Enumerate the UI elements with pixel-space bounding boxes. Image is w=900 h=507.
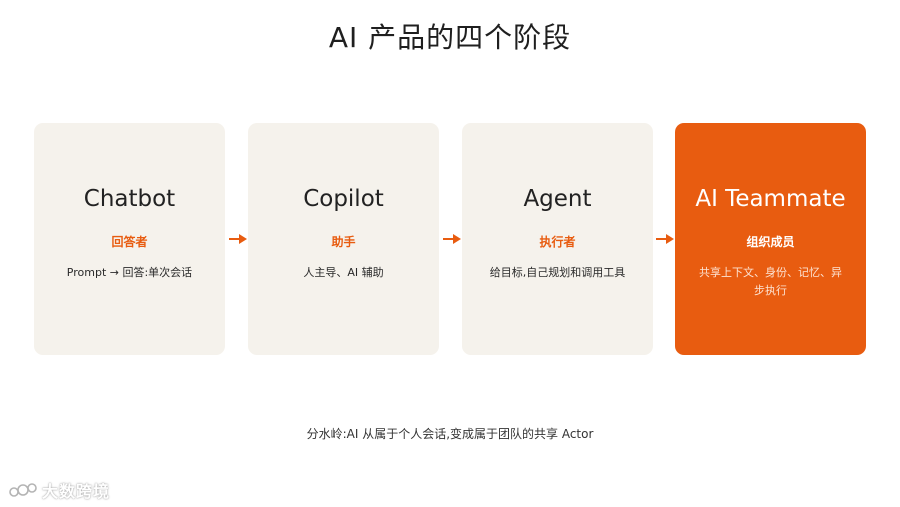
stage-role: 助手 xyxy=(331,235,356,249)
brand-logo-icon xyxy=(9,483,37,497)
stage-role: 执行者 xyxy=(539,235,576,249)
stage-role: 组织成员 xyxy=(746,235,795,249)
stage-name: Agent xyxy=(523,186,592,212)
stage-name: Chatbot xyxy=(83,186,176,212)
stage-role: 回答者 xyxy=(111,235,148,249)
watermark-text: 大数跨境 xyxy=(42,482,111,501)
page-title: AI 产品的四个阶段 xyxy=(328,21,572,54)
stage-card-ai-teammate: AI Teammate 组织成员 共享上下文、身份、记忆、异步执行 xyxy=(675,123,866,355)
arrow-right-icon xyxy=(229,234,247,244)
arrow-right-icon xyxy=(656,234,674,244)
stage-description: 人主导、AI 辅助 xyxy=(303,266,384,279)
footer-note: 分水岭:AI 从属于个人会话,变成属于团队的共享 Actor xyxy=(306,427,594,441)
stage-description: 给目标,自己规划和调用工具 xyxy=(489,266,626,279)
stage-card-chatbot: Chatbot 回答者 Prompt → 回答:单次会话 xyxy=(34,123,225,355)
stage-description: Prompt → 回答:单次会话 xyxy=(66,266,193,279)
stage-description: 共享上下文、身份、记忆、异步执行 xyxy=(699,266,842,297)
arrow-right-icon xyxy=(443,234,461,244)
watermark: 大数跨境 xyxy=(8,478,110,502)
stage-name: Copilot xyxy=(303,186,384,212)
stage-name: AI Teammate xyxy=(695,186,846,212)
stage-card-copilot: Copilot 助手 人主导、AI 辅助 xyxy=(248,123,439,355)
stage-card-agent: Agent 执行者 给目标,自己规划和调用工具 xyxy=(462,123,653,355)
